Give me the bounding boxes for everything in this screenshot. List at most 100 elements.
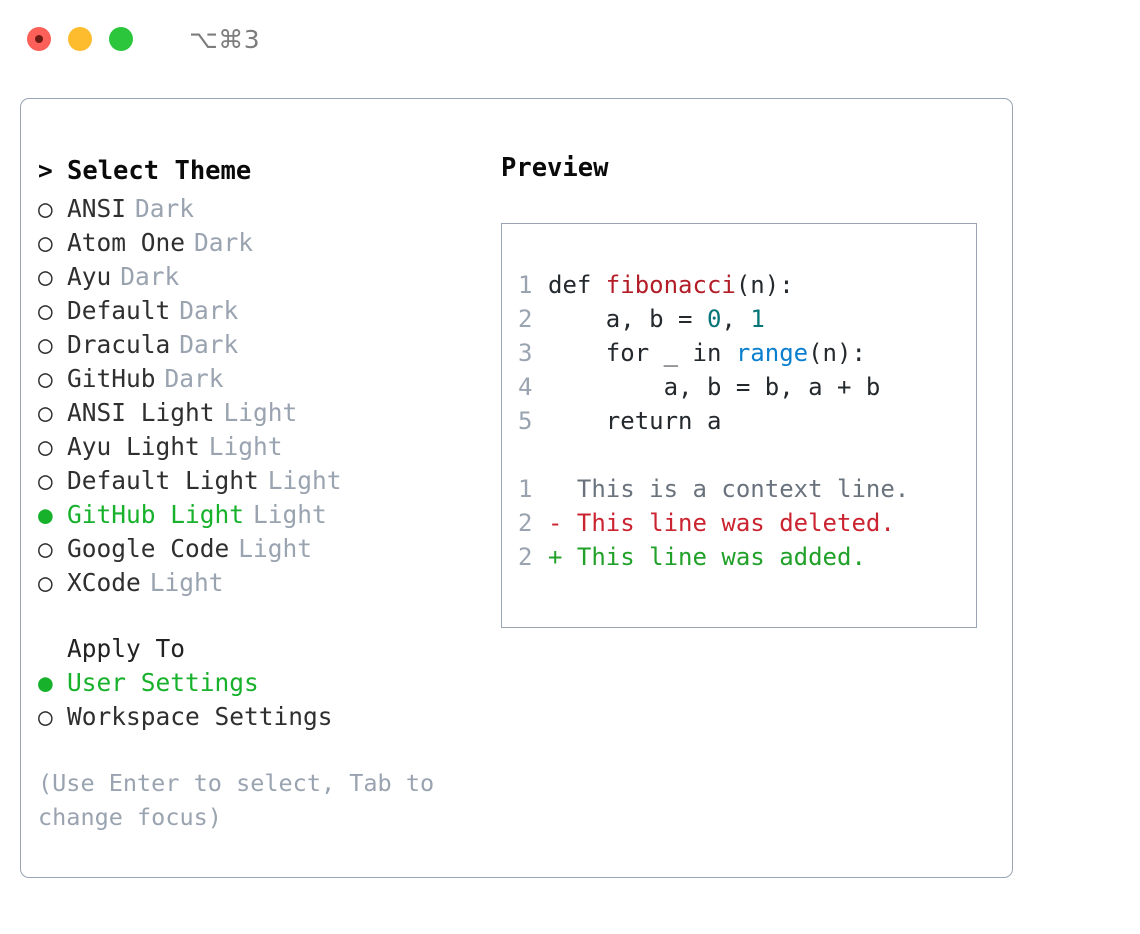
preview-box: 1 def fibonacci (n): 2 a, b = 0 , 1 3 fo… (501, 223, 977, 628)
theme-label: Default (67, 296, 171, 325)
theme-variant: Light (149, 568, 224, 597)
theme-variant: Light (253, 500, 327, 529)
apply-to-option-workspace-settings[interactable]: ○ Workspace Settings (38, 700, 498, 734)
radio-selected-icon[interactable]: ● (38, 668, 53, 697)
line-number: 5 (518, 407, 533, 435)
theme-list-item-atom-one[interactable]: ○ Atom One Dark (38, 226, 498, 260)
list-spacer (38, 600, 498, 632)
line-number: 2 (518, 305, 533, 333)
code-line: 4 a, b = b, a + b (518, 370, 976, 404)
theme-list-item-dracula[interactable]: ○ Dracula Dark (38, 328, 498, 362)
theme-variant: Light (208, 432, 283, 461)
theme-list-item-google-code[interactable]: ○ Google Code Light (38, 532, 498, 566)
theme-list-item-github[interactable]: ○ GitHub Dark (38, 362, 498, 396)
code-line: 2 a, b = 0 , 1 (518, 302, 976, 336)
theme-list-item-ansi[interactable]: ○ ANSI Dark (38, 192, 498, 226)
diff-sign: + (548, 543, 577, 571)
prompt-caret-icon: > (38, 156, 53, 185)
radio-icon[interactable]: ○ (38, 466, 53, 495)
radio-icon[interactable]: ○ (38, 534, 53, 563)
diff-sign: - (548, 509, 577, 537)
radio-icon[interactable]: ○ (38, 330, 53, 359)
line-number: 1 (518, 271, 533, 299)
theme-variant: Light (223, 398, 298, 427)
radio-icon[interactable]: ○ (38, 296, 53, 325)
theme-label: XCode (67, 568, 141, 597)
theme-label: Ayu (67, 262, 112, 291)
radio-icon[interactable]: ○ (38, 364, 53, 393)
diff-line-added: 2 + This line was added. (518, 540, 976, 574)
code-token: def (548, 271, 606, 299)
code-line: 5 return a (518, 404, 976, 438)
radio-icon[interactable]: ○ (38, 262, 53, 291)
apply-to-heading: Apply To (67, 634, 186, 663)
line-number: 2 (518, 509, 533, 537)
theme-variant: Dark (164, 364, 224, 393)
theme-label: Ayu Light (67, 432, 200, 461)
code-token: a, b = (548, 305, 707, 333)
code-line: 3 for _ in range (n): (518, 336, 976, 370)
theme-list-item-default[interactable]: ○ Default Dark (38, 294, 498, 328)
line-number: 1 (518, 475, 533, 503)
theme-picker-panel: > Select Theme ○ ANSI Dark ○ Atom One Da… (20, 98, 1013, 878)
theme-list-column: > Select Theme ○ ANSI Dark ○ Atom One Da… (38, 151, 498, 834)
preview-heading: Preview (501, 153, 609, 183)
diff-line-deleted: 2 - This line was deleted. (518, 506, 976, 540)
theme-label: ANSI Light (67, 398, 215, 427)
theme-label: Default Light (67, 466, 259, 495)
radio-icon[interactable]: ○ (38, 398, 53, 427)
apply-to-label: Workspace Settings (67, 702, 333, 731)
theme-list-item-github-light[interactable]: ● GitHub Light Light (38, 498, 498, 532)
select-theme-heading: > Select Theme (38, 151, 498, 191)
code-line: 1 def fibonacci (n): (518, 268, 976, 302)
theme-label: Atom One (67, 228, 186, 257)
line-number: 2 (518, 543, 533, 571)
radio-icon[interactable]: ○ (38, 568, 53, 597)
diff-text: This line was deleted. (576, 509, 895, 537)
code-token: (n): (808, 339, 866, 367)
radio-icon[interactable]: ○ (38, 702, 53, 731)
diff-spacer (518, 438, 976, 472)
theme-label: Google Code (67, 534, 230, 563)
close-button[interactable] (27, 27, 51, 51)
radio-icon[interactable]: ○ (38, 228, 53, 257)
code-token: for _ in (548, 339, 736, 367)
theme-variant: Dark (120, 262, 180, 291)
line-number: 4 (518, 373, 533, 401)
preview-column: Preview 1 def fibonacci (n): 2 a, b = 0 … (501, 151, 996, 628)
maximize-button[interactable] (109, 27, 133, 51)
code-token: (n): (735, 271, 794, 299)
theme-variant: Dark (135, 194, 195, 223)
code-token: fibonacci (605, 271, 736, 299)
apply-to-option-user-settings[interactable]: ● User Settings (38, 666, 498, 700)
code-token: range (735, 339, 809, 367)
code-token: a, b = b, a + b (548, 373, 881, 401)
diff-text: This line was added. (576, 543, 866, 571)
minimize-button[interactable] (68, 27, 92, 51)
keyboard-shortcut-label: ⌥⌘3 (189, 24, 261, 54)
diff-text: This is a context line. (576, 475, 910, 503)
window-titlebar: ⌥⌘3 (0, 0, 1140, 78)
keyboard-hint-text: (Use Enter to select, Tab to change focu… (38, 769, 449, 831)
theme-list-item-xcode[interactable]: ○ XCode Light (38, 566, 498, 600)
code-token: return a (548, 407, 722, 435)
theme-label: ANSI (67, 194, 127, 223)
theme-label: GitHub (67, 364, 156, 393)
code-token: , (721, 305, 751, 333)
theme-list-item-ansi-light[interactable]: ○ ANSI Light Light (38, 396, 498, 430)
code-token: 0 (706, 305, 722, 333)
radio-icon[interactable]: ○ (38, 194, 53, 223)
theme-variant: Dark (179, 296, 239, 325)
theme-variant: Dark (194, 228, 254, 257)
theme-variant: Light (267, 466, 342, 495)
radio-icon[interactable]: ○ (38, 432, 53, 461)
code-token: 1 (750, 305, 765, 333)
apply-to-label: User Settings (67, 668, 259, 697)
theme-list-item-default-light[interactable]: ○ Default Light Light (38, 464, 498, 498)
theme-list-item-ayu-light[interactable]: ○ Ayu Light Light (38, 430, 498, 464)
theme-label: Dracula (67, 330, 171, 359)
diff-line-context: 1 This is a context line. (518, 472, 976, 506)
line-number: 3 (518, 339, 533, 367)
theme-list-item-ayu[interactable]: ○ Ayu Dark (38, 260, 498, 294)
radio-selected-icon[interactable]: ● (38, 500, 53, 529)
